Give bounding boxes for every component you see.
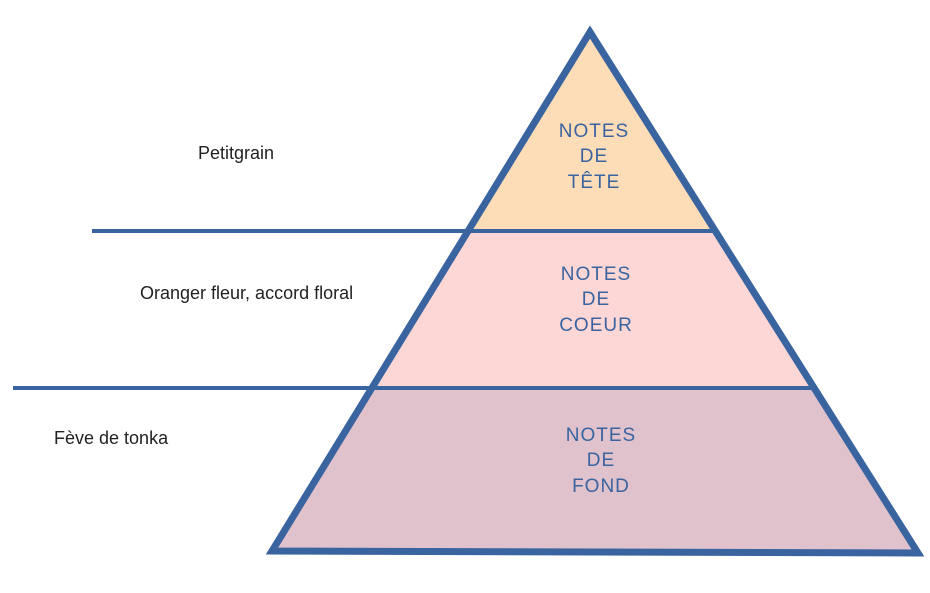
tier-bottom-label-1: NOTES bbox=[566, 425, 636, 446]
tier-bottom-label-3: FOND bbox=[572, 476, 630, 497]
tier-middle-label-1: NOTES bbox=[561, 264, 631, 285]
heart-notes-ingredients: Oranger fleur, accord floral bbox=[140, 283, 354, 303]
tier-top-label-2: DE bbox=[580, 146, 608, 167]
tier-bottom-fill bbox=[272, 388, 918, 553]
tier-bottom-label-2: DE bbox=[587, 450, 615, 471]
pyramid-outline bbox=[265, 25, 925, 557]
tier-middle-label-3: COEUR bbox=[559, 315, 633, 336]
tier-top-label-3: TÊTE bbox=[568, 171, 621, 193]
tier-top-label-1: NOTES bbox=[559, 121, 629, 142]
base-notes-ingredients: Fève de tonka bbox=[54, 428, 169, 448]
tier-top-fill bbox=[468, 32, 715, 231]
tier-middle-label-2: DE bbox=[582, 289, 610, 310]
top-notes-ingredients: Petitgrain bbox=[198, 143, 275, 163]
tier-middle-fill bbox=[372, 231, 814, 388]
